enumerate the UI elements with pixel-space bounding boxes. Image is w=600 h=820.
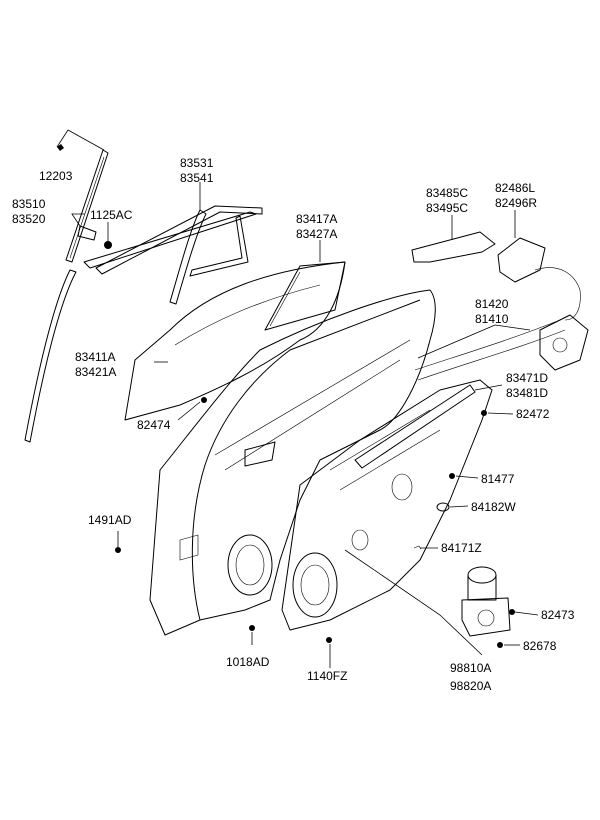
label-98810a: 98810A	[450, 661, 491, 675]
screw-1125ac	[104, 241, 112, 249]
label-83421a: 83421A	[75, 365, 116, 379]
label-83541: 83541	[180, 171, 214, 185]
label-83481d: 83481D	[506, 386, 548, 400]
label-81477: 81477	[481, 472, 515, 486]
part-labels: 12203 83510 83520 1125AC 83531 83541 834…	[12, 156, 575, 693]
label-1125ac: 1125AC	[90, 208, 133, 222]
label-83485c: 83485C	[426, 186, 468, 200]
leader-lines	[56, 129, 539, 668]
label-83427a: 83427A	[296, 227, 337, 241]
screw-12203	[57, 144, 64, 151]
door-module-panel	[281, 379, 493, 631]
label-83495c: 83495C	[426, 201, 468, 215]
label-82486l: 82486L	[495, 181, 535, 195]
quarter-glass	[264, 261, 346, 331]
door-actuator	[539, 314, 589, 371]
label-81420: 81420	[475, 297, 509, 311]
label-83510: 83510	[12, 197, 46, 211]
label-84171z: 84171Z	[441, 541, 482, 555]
label-82473: 82473	[541, 608, 575, 622]
window-motor	[461, 566, 511, 637]
label-83520: 83520	[12, 212, 46, 226]
label-81410: 81410	[475, 312, 509, 326]
label-82496r: 82496R	[495, 196, 537, 210]
front-window-channel	[65, 149, 109, 263]
fasteners	[115, 397, 515, 648]
label-12203: 12203	[39, 169, 73, 183]
label-84182w: 84182W	[471, 500, 516, 514]
label-1140fz: 1140FZ	[307, 669, 347, 683]
door-shell	[149, 289, 436, 636]
label-83411a: 83411A	[75, 350, 115, 364]
label-83531: 83531	[180, 156, 214, 170]
label-83417a: 83417A	[296, 212, 337, 226]
label-1491ad: 1491AD	[88, 513, 132, 527]
label-82472: 82472	[516, 407, 550, 421]
label-1018ad: 1018AD	[226, 655, 270, 669]
inside-handle	[411, 231, 496, 263]
belt-weatherstrip	[24, 211, 257, 443]
window-run-channel	[95, 205, 263, 305]
regulator-assembly	[354, 319, 566, 469]
label-82678: 82678	[523, 639, 557, 653]
door-glass	[124, 261, 346, 421]
label-98820a: 98820A	[450, 679, 491, 693]
label-82474: 82474	[137, 418, 171, 432]
door-latch	[497, 237, 581, 321]
label-83471d: 83471D	[506, 371, 548, 385]
